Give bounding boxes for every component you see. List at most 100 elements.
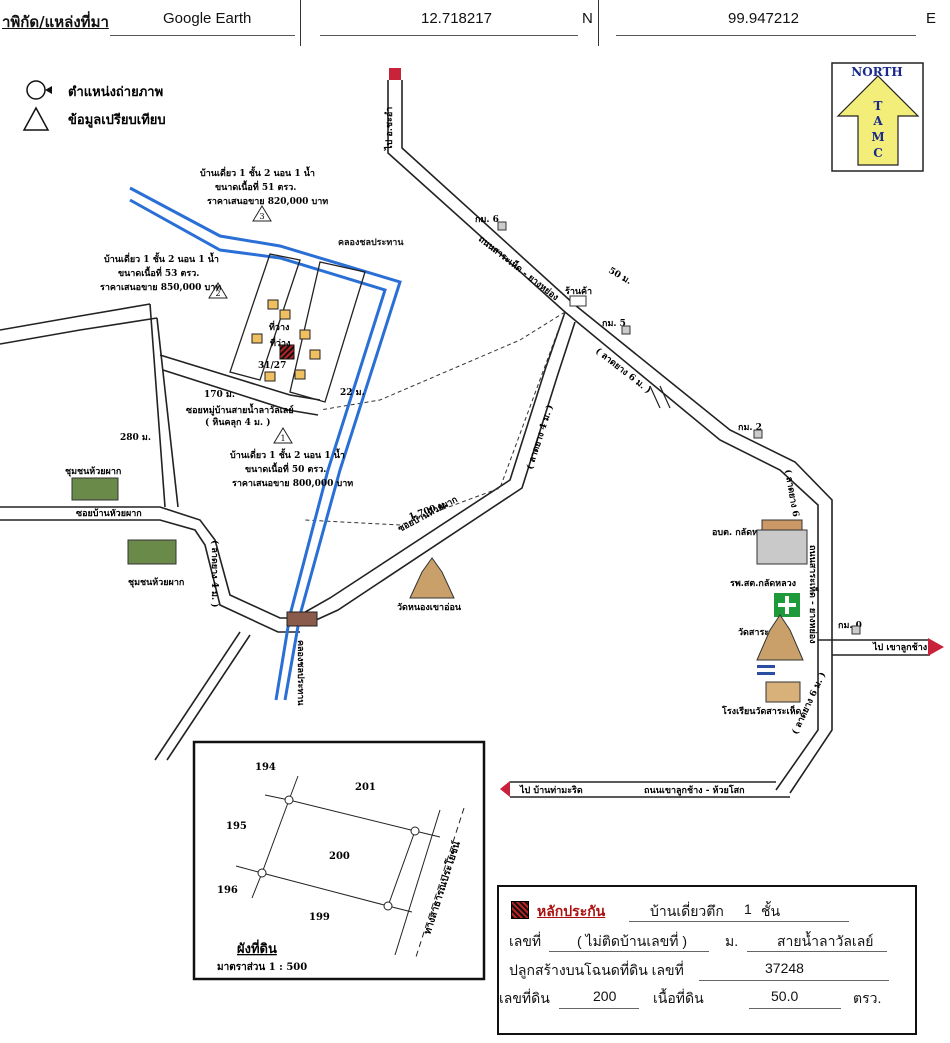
office-label: อบต. กลัดหลวง	[712, 527, 773, 538]
area-unit: ตรว.	[853, 990, 882, 1006]
latitude-cell: 12.718217 N	[300, 0, 599, 46]
school-label: โรงเรียนวัดสาระเห็ด	[721, 704, 802, 717]
legend-comparison-label: ข้อมูลเปรียบเทียบ	[68, 112, 166, 128]
tao-building-icon	[756, 519, 808, 565]
collateral-marker	[279, 344, 295, 360]
to-north-label: ไป อ.ชะอำ	[383, 107, 395, 151]
temple-icon	[409, 557, 804, 661]
area-label: เนื้อที่ดิน	[653, 990, 704, 1006]
school-icon	[757, 665, 801, 703]
plot-scale: มาตราส่วน 1 : 500	[217, 961, 307, 973]
road-label: ถนนสาระเห็ด - ยางหย่อง	[476, 232, 562, 303]
comparison-triangle-icon	[22, 106, 50, 131]
moo-label: ม.	[725, 933, 739, 949]
latitude-value: 12.718217	[421, 10, 492, 27]
temple-label: วัดหนองเขาอ่อน	[397, 602, 462, 613]
svg-text:บ้านเดี่ยว 1 ชั้น 2 นอน 1 น้ำ: บ้านเดี่ยว 1 ชั้น 2 นอน 1 น้ำ	[230, 448, 345, 461]
north-letter: M	[871, 130, 884, 144]
floors-value: 1	[744, 901, 752, 917]
distance-label: 50 ม.	[607, 266, 633, 287]
north-letter: T	[874, 99, 883, 113]
road-label: ซอยบ้านหัวยผาก	[396, 494, 459, 535]
road-east	[818, 639, 930, 656]
km-marker: กม. 2	[738, 423, 762, 433]
latitude-unit: N	[582, 10, 593, 27]
community-label: ชุมชนห้วยผาก	[128, 577, 184, 588]
distance-label: 170 ม.	[204, 390, 235, 400]
distance-label: 22 ม.	[340, 388, 365, 398]
svg-text:บ้านเดี่ยว 1 ชั้น 2 นอน 1 น้ำ: บ้านเดี่ยว 1 ชั้น 2 นอน 1 น้ำ	[200, 166, 315, 179]
km-marker: กม. 5	[602, 319, 626, 329]
road-west	[0, 303, 321, 761]
svg-text:3: 3	[259, 212, 264, 221]
distance-label: 280 ม.	[120, 433, 151, 443]
collateral-info-box: หลักประกัน บ้านเดี่ยวตึก 1 ชั้น เลขที่ (…	[497, 885, 917, 1035]
km-marker: กม. 6	[475, 215, 499, 225]
road-label: ถนนเขาลูกช้าง - ห้วยโสก	[644, 784, 745, 796]
road-label: ซอยหมู่บ้านสายน้ำลาวัลเลย์	[186, 403, 294, 416]
collateral-swatch	[511, 901, 529, 919]
bridge	[286, 611, 318, 627]
plot-title: ผังที่ดิน	[237, 939, 277, 957]
north-exit-arrow	[389, 68, 401, 80]
east-exit-arrow	[928, 638, 944, 656]
svg-text:ราคาเสนอขาย 850,000 บาท: ราคาเสนอขาย 850,000 บาท	[100, 283, 221, 293]
svg-text:บ้านเดี่ยว 1 ชั้น 2 นอน 1 น้ำ: บ้านเดี่ยว 1 ชั้น 2 นอน 1 น้ำ	[104, 252, 219, 265]
source-label: าพิกัด/แหล่งที่มา	[2, 13, 109, 31]
north-letter: A	[872, 114, 883, 128]
source-cell: าพิกัด/แหล่งที่มา Google Earth	[0, 0, 301, 46]
svg-text:ราคาเสนอขาย 820,000 บาท: ราคาเสนอขาย 820,000 บาท	[207, 197, 328, 207]
canal-label: คลองชลประทาน	[295, 640, 306, 706]
floor-unit: ชั้น	[761, 903, 781, 919]
parcel-number: 200	[329, 851, 350, 862]
exit-label: ไป เขาลูกช้าง	[872, 641, 927, 653]
svg-text:ขนาดเนื้อที่ 50 ตรว.: ขนาดเนื้อที่ 50 ตรว.	[245, 462, 326, 475]
north-logo: NORTH T A M C	[831, 62, 924, 172]
svg-text:1: 1	[280, 434, 285, 443]
svg-text:ขนาดเนื้อที่ 51 ตรว.: ขนาดเนื้อที่ 51 ตรว.	[215, 180, 296, 193]
road-surface-label: ( ลาดยาง 4 ม. )	[524, 403, 555, 471]
exit-label: ไป บ้านท่ามะริด	[519, 784, 583, 796]
house-label: ที่ว่าง	[270, 336, 291, 349]
parcel-number: 199	[309, 912, 330, 923]
collateral-label: หลักประกัน	[537, 903, 606, 919]
svg-text:2: 2	[215, 289, 220, 298]
road-hua-yai-phak	[299, 311, 576, 626]
road-surface-label: ( ลาดยาง 4 ม. )	[209, 540, 220, 608]
parcel-number: 195	[226, 821, 247, 832]
km-marker: กม. 0	[838, 621, 862, 631]
shop-label: ร้านค้า	[565, 286, 592, 297]
moo-value: สายน้ำลาวัลเลย์	[777, 933, 874, 949]
area-value: 50.0	[771, 988, 799, 1004]
longitude-value: 99.947212	[728, 10, 799, 27]
camera-position-icon	[26, 80, 52, 100]
comparable-markers: 1 2 3	[208, 205, 293, 444]
land-no-label: เลขที่ดิน	[499, 990, 550, 1006]
house-label: ที่ว่าง	[269, 320, 290, 333]
road-south	[510, 781, 790, 798]
km-post-icons	[497, 221, 861, 635]
west-exit-arrow	[500, 781, 510, 797]
road-label: ( หินคลุก 4 ม. )	[205, 417, 270, 428]
legend-photo-label: ตำแหน่งถ่ายภาพ	[68, 84, 163, 100]
hospital-icon	[774, 593, 800, 617]
road-label: ซอยบ้านหัวยผาก	[76, 508, 142, 519]
main-road	[387, 80, 833, 794]
road-label: ถนนสาระเห็ด - ยางหย่อง	[807, 545, 820, 644]
road-break-icon	[649, 385, 671, 409]
road-surface-label: ( ลาดยาง 6 ม. )	[593, 346, 653, 396]
canal-label: คลองชลประทาน	[338, 237, 404, 248]
comparable-texts: บ้านเดี่ยว 1 ชั้น 2 นอน 1 น้ำ ขนาดเนื้อท…	[100, 166, 353, 489]
road-surface-label: ( ลาดยาง 6 ม. )	[790, 670, 829, 736]
parcel-number: 196	[217, 885, 238, 896]
north-letter: C	[873, 146, 883, 160]
deed-label: ปลูกสร้างบนโฉนดที่ดิน เลขที่	[509, 962, 684, 978]
house-no-value: ( ไม่ติดบ้านเลขที่ )	[577, 933, 688, 949]
hospital-label: รพ.สต.กลัดหลวง	[730, 578, 796, 589]
longitude-unit: E	[926, 10, 937, 27]
parcel-number: 194	[255, 762, 276, 773]
parcel-number: 201	[355, 782, 376, 793]
deed-value: 37248	[765, 960, 804, 976]
svg-text:ราคาเสนอขาย 800,000 บาท: ราคาเสนอขาย 800,000 บาท	[232, 479, 353, 489]
